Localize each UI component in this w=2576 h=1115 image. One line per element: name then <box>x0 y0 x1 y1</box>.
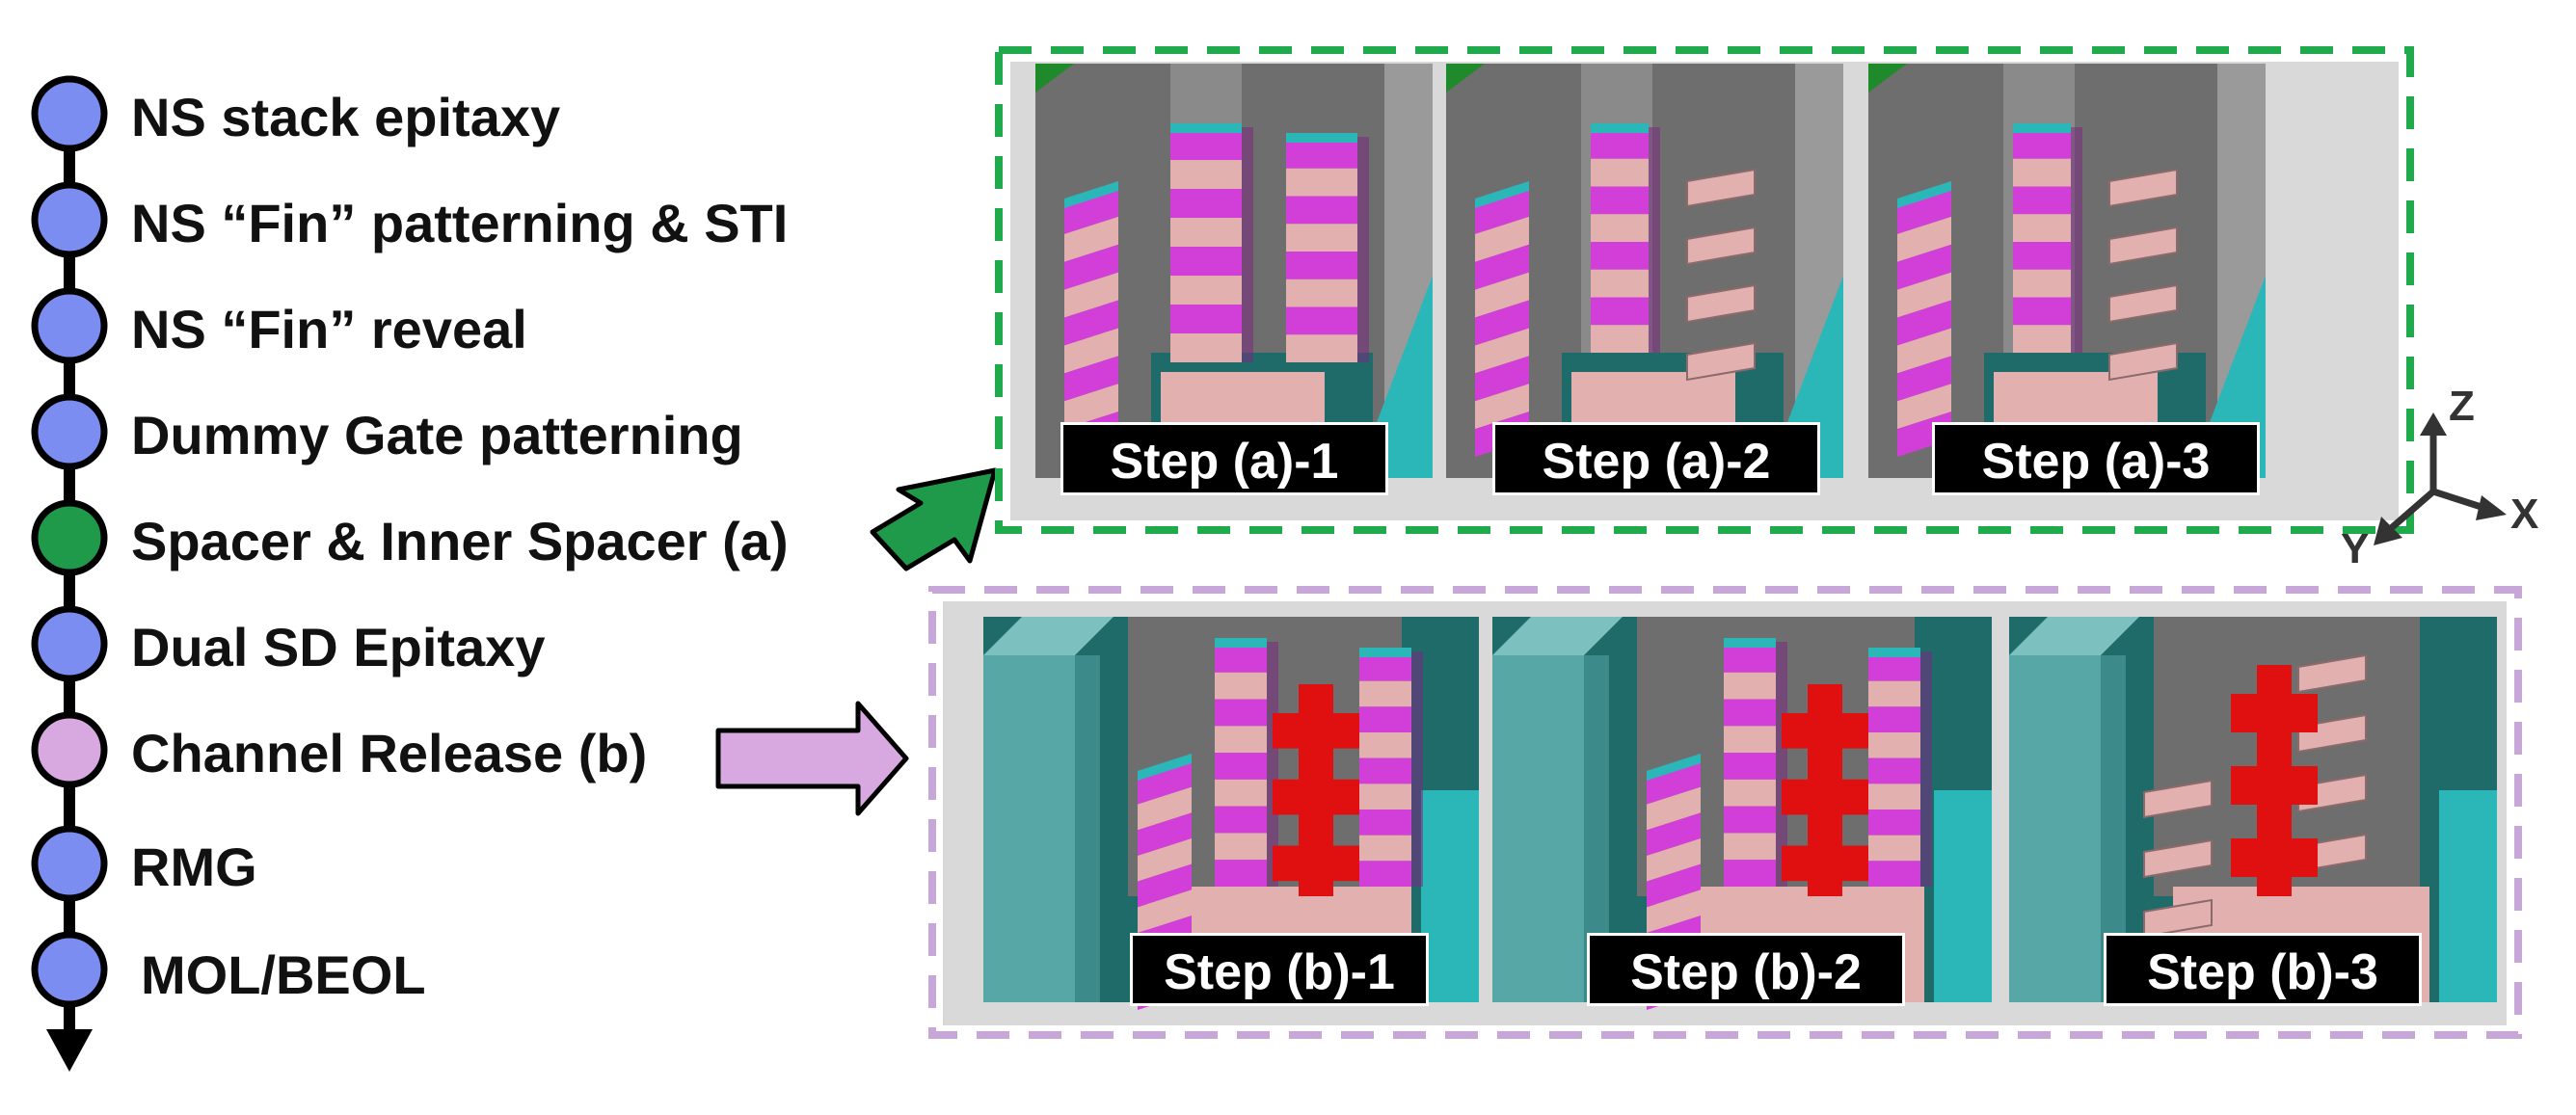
scene-b-2 <box>1492 617 1992 1010</box>
gate-b2 <box>1782 684 1868 896</box>
flow-step-label-6: Channel Release (b) <box>131 723 648 783</box>
step-label-b-1: Step (b)-1 <box>1130 933 1429 1006</box>
sheets-a2 <box>1686 168 1756 382</box>
flow-step-label-4: Spacer & Inner Spacer (a) <box>131 511 789 571</box>
flow-node-2 <box>31 287 108 364</box>
flow-node-0 <box>31 75 108 152</box>
step-label-a-2: Step (a)-2 <box>1492 422 1820 495</box>
panel-b-frame <box>928 586 2522 1039</box>
flow-node-6 <box>31 711 108 788</box>
flow-step-label-1: NS “Fin” patterning & STI <box>131 193 789 253</box>
axis-x-label: X <box>2510 491 2539 538</box>
axis-x <box>2431 488 2489 513</box>
step-label-a-3: Step (a)-3 <box>1932 422 2260 495</box>
flow-node-3 <box>31 393 108 470</box>
fin-side-a-1 <box>1064 181 1118 457</box>
panel-a-frame <box>995 46 2414 534</box>
sheets-a3 <box>2108 168 2178 382</box>
gate-b1 <box>1273 684 1359 896</box>
gate-b3 <box>2231 665 2318 896</box>
fin-a2-left <box>1591 123 1660 353</box>
flow-step-label-5: Dual SD Epitaxy <box>131 617 546 677</box>
step-label-b-2: Step (b)-2 <box>1587 933 1905 1006</box>
flow-node-4 <box>31 499 108 576</box>
flow-node-1 <box>31 181 108 258</box>
fin-b1-right <box>1359 648 1423 887</box>
fin-a3-left <box>2013 123 2082 353</box>
axis-y-label: Y <box>2341 525 2370 572</box>
flow-node-8 <box>31 931 108 1008</box>
fin-b1-left <box>1215 638 1278 887</box>
step-label-a-1: Step (a)-1 <box>1060 422 1388 495</box>
scene-a-1 <box>1035 64 1433 478</box>
flow-step-label-0: NS stack epitaxy <box>131 87 561 147</box>
axis-z-label: Z <box>2449 383 2475 430</box>
arrow-to-panel-b <box>715 701 909 816</box>
flow-step-label-3: Dummy Gate patterning <box>131 405 743 465</box>
axis-x-head <box>2476 495 2507 520</box>
axis-z-head <box>2420 412 2447 436</box>
axis-y-head <box>2374 517 2402 545</box>
flow-node-7 <box>31 825 108 902</box>
fin-side-a-2 <box>1475 181 1529 457</box>
flow-step-label-7: RMG <box>131 836 257 897</box>
fin-b2-right <box>1868 648 1932 887</box>
fin-a1-right <box>1286 133 1369 362</box>
fin-b2-left <box>1724 638 1787 887</box>
axis-y <box>2386 489 2436 533</box>
flow-node-5 <box>31 605 108 682</box>
fin-side-a-3 <box>1897 181 1951 457</box>
flow-step-label-2: NS “Fin” reveal <box>131 299 527 359</box>
flow-arrowhead <box>46 1029 93 1072</box>
step-label-b-3: Step (b)-3 <box>2104 933 2422 1006</box>
scene-a-3 <box>1868 64 2266 478</box>
flow-step-label-8: MOL/BEOL <box>141 944 426 1005</box>
fin-a1-left <box>1170 123 1253 362</box>
arrow-to-panel-a <box>870 467 998 571</box>
sheets-b3-left <box>2143 779 2213 939</box>
